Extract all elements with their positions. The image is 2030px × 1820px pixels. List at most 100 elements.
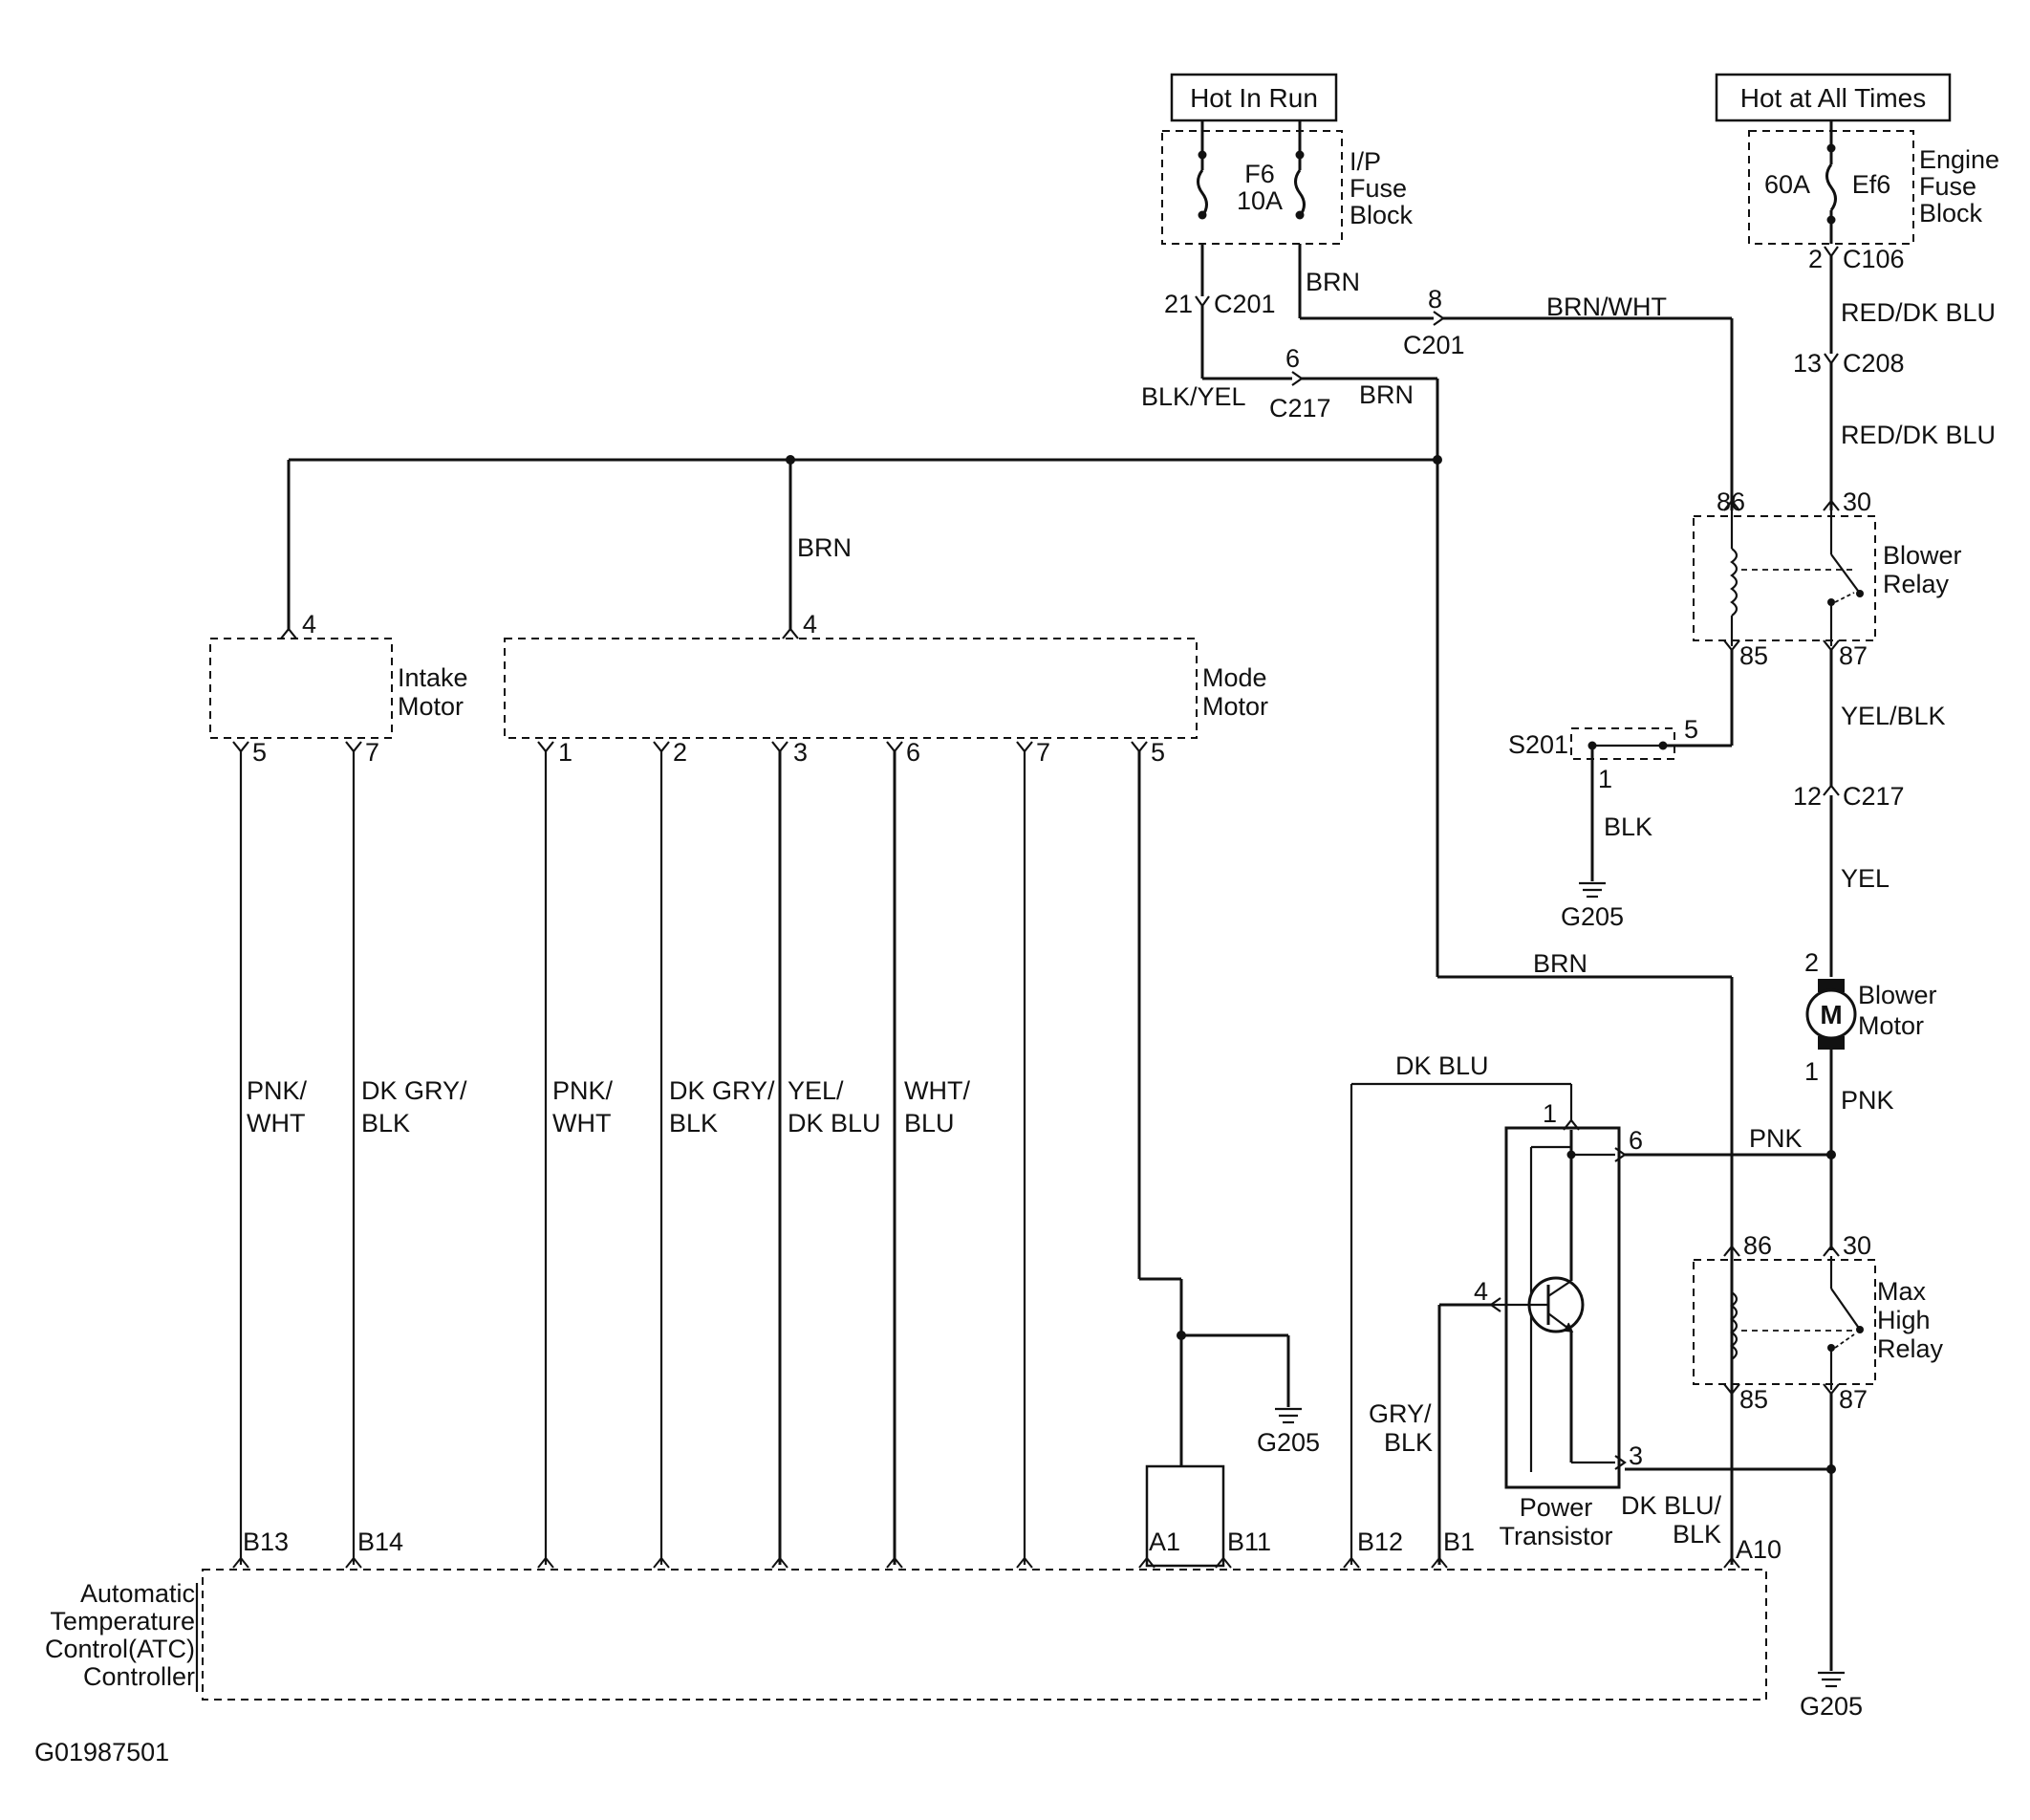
- blower-relay-pin-87: 87: [1839, 641, 1868, 670]
- ground-g205-3: G205: [1800, 1692, 1863, 1721]
- wire-yel: YEL: [1841, 864, 1890, 893]
- wire-gry-blk-a: GRY/: [1369, 1399, 1432, 1428]
- intake-motor-label-2: Motor: [398, 692, 464, 721]
- intake-motor-pin-5: 5: [252, 738, 267, 767]
- wire-dk-blu: DK BLU: [1395, 1051, 1489, 1080]
- max-high-relay-label-2: High: [1877, 1306, 1931, 1334]
- hot-in-run-label: Hot In Run: [1190, 83, 1318, 113]
- engine-fuse-name: Ef6: [1852, 170, 1891, 199]
- mode-motor-pin-5: 5: [1151, 738, 1165, 767]
- max-high-relay-label-3: Relay: [1877, 1334, 1944, 1363]
- c201-left-pin: 21: [1164, 290, 1193, 318]
- max-high-relay-pin-86: 86: [1743, 1231, 1772, 1260]
- wire-wht-blu-b: BLU: [904, 1109, 955, 1138]
- mode-motor-pin-2: 2: [673, 738, 687, 767]
- power-transistor-label-1: Power: [1520, 1493, 1593, 1522]
- wire-gry-blk-b: BLK: [1384, 1428, 1433, 1457]
- atc-pin-a1: A1: [1149, 1528, 1180, 1556]
- mode-motor-pin-6: 6: [906, 738, 920, 767]
- max-high-relay-pin-30: 30: [1843, 1231, 1871, 1260]
- blower-motor-symbol: M: [1820, 1000, 1842, 1029]
- blower-motor-label-2: Motor: [1858, 1011, 1924, 1040]
- wire-dk-gry-blk-2b: BLK: [669, 1109, 718, 1138]
- hot-in-run-box: Hot In Run: [1170, 73, 1338, 122]
- atc-controller: B13 B14 A1 B11 B12 B1 A10 Automatic Temp…: [45, 1528, 1782, 1701]
- wire-pnk-1: PNK: [1841, 1086, 1894, 1115]
- wire-pnk-wht-2a: PNK/: [552, 1076, 614, 1105]
- power-transistor: 1 6 4 3 Power Transistor: [1474, 1099, 1643, 1550]
- c201-right-name: C201: [1403, 331, 1465, 359]
- wire-pnk-wht-1a: PNK/: [247, 1076, 308, 1105]
- wire-dk-gry-blk-1a: DK GRY/: [361, 1076, 467, 1105]
- mode-motor-label-1: Mode: [1202, 663, 1267, 692]
- figure-id: G01987501: [34, 1738, 169, 1766]
- blower-relay-pin-30: 30: [1843, 488, 1871, 516]
- max-high-relay-label-1: Max: [1877, 1277, 1927, 1306]
- s201-splice: S201 5 1 BLK G205: [1508, 650, 1734, 931]
- wire-dk-gry-blk-1b: BLK: [361, 1109, 410, 1138]
- wire-pnk-wht-1b: WHT: [247, 1109, 305, 1138]
- atc-pin-b11: B11: [1227, 1528, 1271, 1556]
- power-transistor-pin-6: 6: [1629, 1126, 1643, 1155]
- blower-relay-pin-85: 85: [1739, 641, 1768, 670]
- wire-wht-blu-a: WHT/: [904, 1076, 970, 1105]
- engine-fuse-block-label-1: Engine: [1919, 145, 1999, 174]
- power-transistor-pin-1: 1: [1543, 1099, 1557, 1128]
- atc-pin-b14: B14: [357, 1528, 403, 1556]
- wire-dk-gry-blk-2a: DK GRY/: [669, 1076, 775, 1105]
- ground-g205-2: G205: [1257, 1428, 1320, 1457]
- motor-wire-labels: PNK/ WHT DK GRY/ BLK PNK/ WHT DK GRY/ BL…: [247, 1076, 970, 1138]
- blower-relay-label-1: Blower: [1883, 541, 1962, 570]
- engine-fuse-rating: 60A: [1764, 170, 1810, 199]
- engine-fuse-block-label-3: Block: [1919, 199, 1983, 228]
- wire-yel-blk: YEL/BLK: [1841, 702, 1946, 730]
- hot-at-all-times-box: Hot at All Times: [1715, 73, 1952, 122]
- c106-name: C106: [1843, 245, 1905, 273]
- c217-top-pin: 6: [1285, 344, 1300, 373]
- intake-motor-pin-7: 7: [365, 738, 379, 767]
- ground-icon: [1579, 881, 1606, 899]
- blower-relay-pin-86: 86: [1717, 488, 1745, 516]
- atc-label-3: Control(ATC): [45, 1635, 195, 1663]
- mode-motor-pin-3: 3: [793, 738, 808, 767]
- wire-dk-blu-blk-b: BLK: [1673, 1520, 1721, 1549]
- blower-motor-pin-2: 2: [1804, 948, 1819, 977]
- top-wiring: [287, 244, 1840, 1565]
- max-high-relay-pin-87: 87: [1839, 1385, 1868, 1414]
- atc-label-4: Controller: [83, 1662, 195, 1691]
- s201-pin-1: 1: [1598, 765, 1612, 793]
- mode-motor-pin-4: 4: [803, 610, 817, 639]
- ground-icon: [1818, 1671, 1845, 1688]
- wire-pnk-2: PNK: [1749, 1124, 1803, 1153]
- blower-motor: M 2 1 Blower Motor: [1804, 948, 1937, 1086]
- mode-motor-pin-7: 7: [1036, 738, 1050, 767]
- atc-label-1: Automatic: [80, 1579, 195, 1608]
- intake-motor-label-1: Intake: [398, 663, 468, 692]
- blower-relay-label-2: Relay: [1883, 570, 1950, 598]
- ip-fuse-name: F6: [1244, 160, 1275, 188]
- ground-icon: [1275, 1407, 1302, 1424]
- wire-red-dk-blu-2: RED/DK BLU: [1841, 421, 1996, 449]
- top-labels: 21 C201 BRN 8 C201 BRN/WHT 6 BLK/YEL C21…: [797, 245, 1996, 978]
- engine-fuse-block: 60A Ef6 Engine Fuse Block: [1748, 120, 1999, 245]
- wire-yel-dk-blu-b: DK BLU: [788, 1109, 881, 1138]
- c208-name: C208: [1843, 349, 1905, 378]
- max-high-relay-pin-85: 85: [1739, 1385, 1768, 1414]
- c201-right-pin: 8: [1428, 285, 1442, 314]
- ip-fuse-block-label-3: Block: [1350, 201, 1414, 229]
- transistor-control-wires: DK BLU GRY/ BLK DK BLU/ BLK: [1350, 1051, 1722, 1565]
- wire-dk-blu-blk-a: DK BLU/: [1621, 1491, 1722, 1520]
- pnk-wiring: PNK PNK: [1625, 1050, 1894, 1250]
- blower-motor-pin-1: 1: [1804, 1057, 1819, 1086]
- mode-motor-label-2: Motor: [1202, 692, 1268, 721]
- wire-blk: BLK: [1604, 812, 1652, 841]
- wire-brn-4: BRN: [1533, 949, 1587, 978]
- c106-pin: 2: [1808, 245, 1823, 273]
- s201-pin-5: 5: [1684, 715, 1698, 744]
- ip-fuse-block-label-2: Fuse: [1350, 174, 1407, 203]
- hot-at-all-times-label: Hot at All Times: [1740, 83, 1927, 113]
- blower-relay: 86 30 85 87 Blower Relay: [1693, 488, 1962, 670]
- intake-motor-pin-4: 4: [302, 610, 316, 639]
- intake-motor: 4 Intake Motor 5 7: [209, 610, 468, 767]
